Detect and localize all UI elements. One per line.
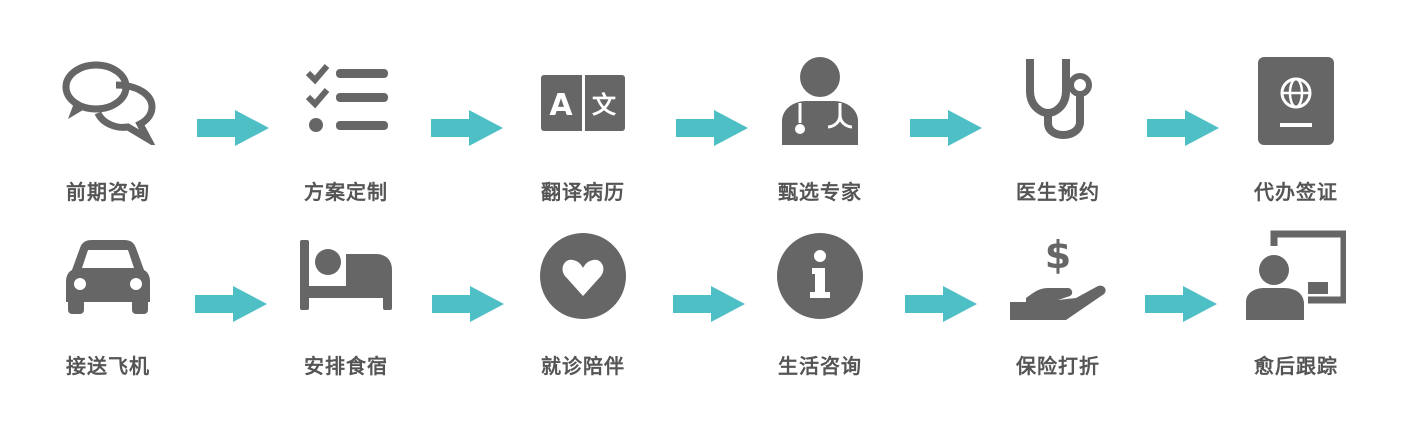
arrow-right-icon xyxy=(197,110,269,146)
arrow-right-icon xyxy=(1147,110,1219,146)
presenter-icon xyxy=(1246,230,1346,320)
doctor-icon xyxy=(782,57,858,145)
info-icon xyxy=(777,233,863,319)
translate-icon: A 文 xyxy=(541,75,625,131)
chat-bubbles-icon xyxy=(62,61,156,145)
arrow-right-icon xyxy=(910,110,982,146)
step-label: 甄选专家 xyxy=(778,180,862,204)
bed-icon xyxy=(300,240,392,310)
arrow-right-icon xyxy=(431,110,503,146)
checklist-icon xyxy=(305,64,388,132)
step-label: 生活咨询 xyxy=(778,354,862,378)
arrow-right-icon xyxy=(432,286,504,322)
arrow-right-icon xyxy=(676,110,748,146)
step-label: 接送飞机 xyxy=(66,354,150,378)
arrow-right-icon xyxy=(1145,286,1217,322)
passport-icon xyxy=(1258,57,1334,145)
step-label: 代办签证 xyxy=(1254,180,1338,204)
svg-text:$: $ xyxy=(1045,233,1071,277)
step-label: 保险打折 xyxy=(1016,354,1100,378)
arrow-right-icon xyxy=(905,286,977,322)
svg-text:A: A xyxy=(549,88,573,123)
car-icon xyxy=(66,240,150,314)
arrow-right-icon xyxy=(195,286,267,322)
heart-icon xyxy=(540,233,626,319)
arrow-right-icon xyxy=(673,286,745,322)
svg-text:文: 文 xyxy=(592,91,617,119)
step-label: 安排食宿 xyxy=(304,354,388,378)
money-hand-icon: $ xyxy=(1010,233,1106,320)
step-label: 前期咨询 xyxy=(66,180,150,204)
step-label: 翻译病历 xyxy=(541,180,625,204)
step-label: 医生预约 xyxy=(1016,180,1100,204)
step-label: 方案定制 xyxy=(304,180,388,204)
step-label: 愈后跟踪 xyxy=(1254,354,1338,378)
stethoscope-icon xyxy=(1026,59,1092,139)
step-label: 就诊陪伴 xyxy=(541,354,625,378)
